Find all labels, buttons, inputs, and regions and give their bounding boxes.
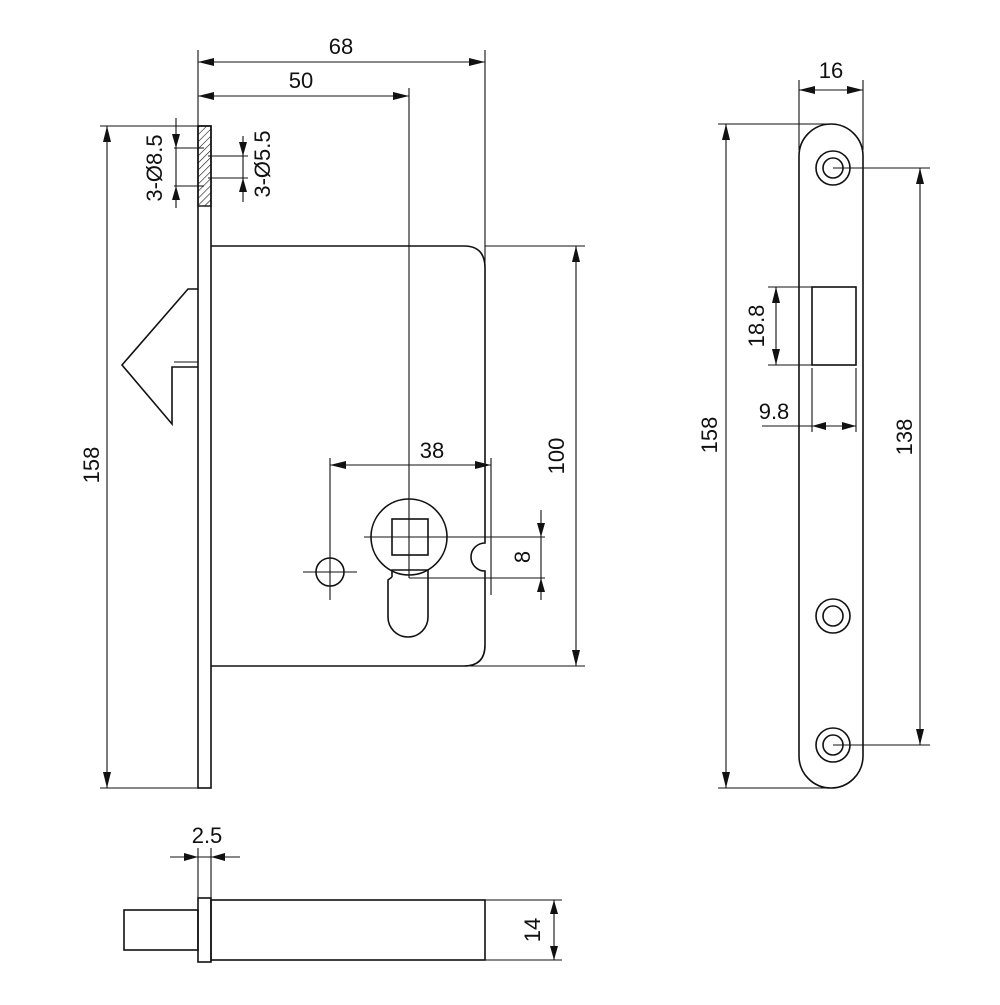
front-view: 68 50 3-Ø8.5 3-Ø5.5: [79, 34, 585, 789]
dim-14-label: 14: [520, 918, 545, 942]
top-case: [210, 899, 486, 961]
dim-38-label: 38: [420, 438, 444, 463]
dim-8: 8: [510, 510, 545, 600]
dim-50: 50: [198, 68, 409, 100]
dim-18-8-label: 18.8: [744, 305, 769, 348]
top-view: 2.5 14: [123, 823, 562, 963]
dim-158-left-label: 158: [79, 447, 104, 484]
dim-8-label: 8: [510, 551, 535, 563]
top-faceplate: [197, 897, 212, 963]
dim-18-8: 18.8: [744, 286, 812, 366]
front-faceplate: [197, 125, 212, 789]
dim-68-label: 68: [329, 34, 353, 59]
dim-158-right-label: 158: [697, 417, 722, 454]
lock-case: [211, 245, 486, 667]
dim-100-label: 100: [544, 438, 569, 475]
dim-2-5: 2.5: [170, 823, 240, 898]
latch-hook: [120, 288, 198, 427]
faceplate-screw-middle-outer: [815, 598, 851, 634]
dim-158-right: 158: [697, 123, 833, 789]
dim-9-8: 9.8: [759, 399, 856, 430]
dim-16: 16: [798, 58, 864, 150]
faceplate-outline: [798, 123, 864, 789]
dim-2-5-label: 2.5: [192, 823, 223, 848]
top-latch-bolt: [123, 909, 199, 951]
dim-screw-holes: 3-Ø8.5 3-Ø5.5: [100, 118, 275, 208]
dim-100: 100: [470, 245, 585, 667]
dim-countersink-label: 3-Ø8.5: [142, 134, 167, 201]
dim-38: 38: [329, 438, 492, 595]
dim-16-label: 16: [819, 58, 843, 83]
cylinder-keyhole: [387, 569, 429, 638]
dim-138-label: 138: [892, 419, 917, 456]
dim-138: 138: [833, 167, 930, 746]
faceplate-section-hatch: [197, 125, 212, 207]
faceplate-screw-middle-inner: [822, 605, 844, 627]
dim-9-8-label: 9.8: [759, 399, 790, 424]
faceplate-view: 16 18.8 9.8 158: [697, 58, 930, 789]
dim-158-left: 158: [79, 126, 198, 789]
dim-50-label: 50: [289, 68, 313, 93]
latch-opening: [811, 286, 857, 366]
dim-screw-hole-label: 3-Ø5.5: [250, 130, 275, 197]
dim-14: 14: [485, 899, 562, 961]
dim-68: 68: [197, 34, 486, 268]
